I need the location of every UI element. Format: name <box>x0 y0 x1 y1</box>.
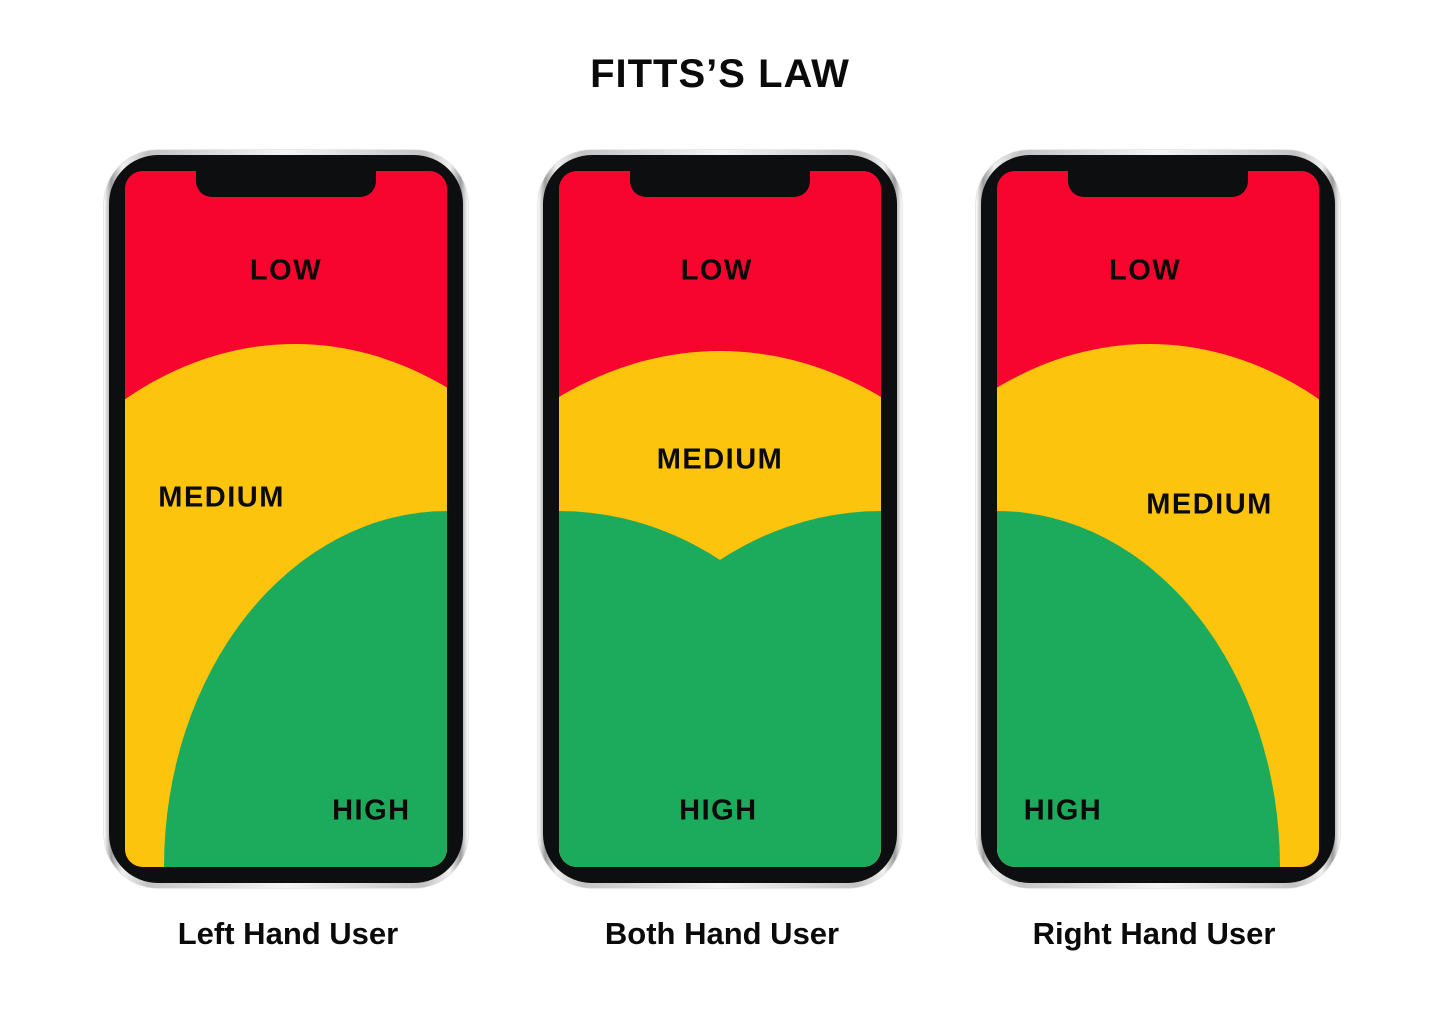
high-zone-label: HIGH <box>332 794 411 827</box>
phone-screen: LOW MEDIUM HIGH <box>559 171 881 867</box>
medium-zone-label: MEDIUM <box>1146 488 1273 521</box>
thumb-zone-map-left-hand <box>125 171 447 867</box>
notch <box>196 171 376 197</box>
phone-left-hand: LOW MEDIUM HIGH <box>104 150 468 888</box>
caption-left-hand-user: Left Hand User <box>177 916 399 951</box>
notch <box>1068 171 1248 197</box>
notch <box>630 171 810 197</box>
caption-right-hand-user: Right Hand User <box>1032 916 1276 951</box>
phone-screen: LOW MEDIUM HIGH <box>997 171 1319 867</box>
phone-bezel: LOW MEDIUM HIGH <box>543 155 897 883</box>
high-zone-label: HIGH <box>679 794 758 827</box>
caption-both-hand-user: Both Hand User <box>604 916 840 951</box>
thumb-zone-map-both-hand <box>559 171 881 867</box>
medium-zone-label: MEDIUM <box>158 481 285 514</box>
medium-zone-label: MEDIUM <box>656 443 784 476</box>
phone-bezel: LOW MEDIUM HIGH <box>109 155 463 883</box>
high-reach-zone <box>164 511 447 867</box>
phone-both-hand: LOW MEDIUM HIGH <box>538 150 902 888</box>
high-zone-label: HIGH <box>1023 794 1103 827</box>
high-reach-zone-right-thumb <box>563 511 881 867</box>
phone-screen: LOW MEDIUM HIGH <box>125 171 447 867</box>
low-zone-label: LOW <box>249 254 323 287</box>
low-zone-label: LOW <box>680 254 753 287</box>
thumb-zone-map-right-hand <box>997 171 1319 867</box>
page-title: FITTS’S LAW <box>590 52 850 96</box>
phone-right-hand: LOW MEDIUM HIGH <box>976 150 1340 888</box>
high-reach-zone <box>997 511 1280 867</box>
low-zone-label: LOW <box>1109 254 1182 287</box>
phone-bezel: LOW MEDIUM HIGH <box>981 155 1335 883</box>
